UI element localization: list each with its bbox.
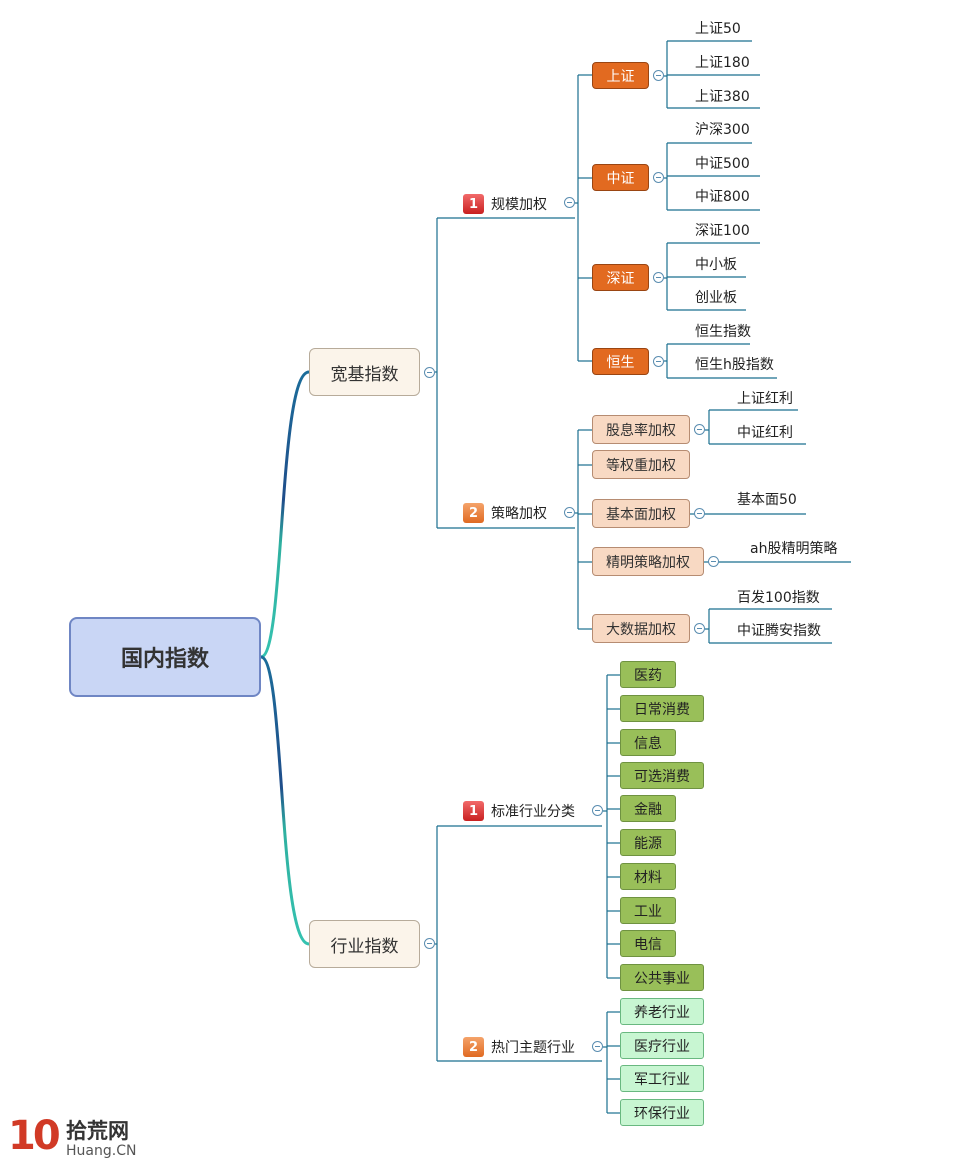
branch-broad-index[interactable]: 宽基指数 — [309, 348, 420, 396]
box-theme[interactable]: 军工行业 — [620, 1065, 704, 1092]
box-industry[interactable]: 公共事业 — [620, 964, 704, 991]
sub-label: 标准行业分类 — [491, 804, 575, 820]
leaf-index[interactable]: 基本面50 — [737, 492, 797, 508]
box-industry[interactable]: 能源 — [620, 829, 676, 856]
logo-name-cn: 拾荒网 — [66, 1119, 129, 1143]
box-dividend-weight[interactable]: 股息率加权 — [592, 415, 690, 444]
leaf-index[interactable]: 上证50 — [695, 21, 741, 37]
site-logo: 10 拾荒网 Huang.CN — [8, 1113, 138, 1165]
collapse-toggle-icon[interactable] — [653, 172, 664, 183]
leaf-index[interactable]: 沪深300 — [695, 122, 750, 138]
sub-hot-theme[interactable]: 2 热门主题行业 — [463, 1036, 575, 1058]
box-industry[interactable]: 工业 — [620, 897, 676, 924]
leaf-index[interactable]: 恒生指数 — [695, 324, 751, 340]
collapse-toggle-icon[interactable] — [424, 938, 435, 949]
sub-standard-industry[interactable]: 1 标准行业分类 — [463, 800, 575, 822]
sub-scale-weight[interactable]: 1 规模加权 — [463, 193, 547, 215]
box-industry[interactable]: 电信 — [620, 930, 676, 957]
collapse-toggle-icon[interactable] — [694, 424, 705, 435]
leaf-index[interactable]: 恒生h股指数 — [695, 357, 774, 373]
sub-label: 热门主题行业 — [491, 1040, 575, 1056]
leaf-index[interactable]: ah股精明策略 — [750, 541, 838, 557]
logo-number: 10 — [8, 1113, 61, 1159]
branch-industry-index[interactable]: 行业指数 — [309, 920, 420, 968]
leaf-index[interactable]: 百发100指数 — [737, 590, 820, 606]
number-badge: 2 — [463, 1037, 484, 1057]
box-industry[interactable]: 日常消费 — [620, 695, 704, 722]
leaf-index[interactable]: 中证500 — [695, 156, 750, 172]
box-industry[interactable]: 可选消费 — [620, 762, 704, 789]
box-industry[interactable]: 材料 — [620, 863, 676, 890]
root-node[interactable]: 国内指数 — [69, 617, 261, 697]
collapse-toggle-icon[interactable] — [708, 556, 719, 567]
root-link-broad — [260, 370, 310, 659]
collapse-toggle-icon[interactable] — [653, 70, 664, 81]
leaf-index[interactable]: 上证180 — [695, 55, 750, 71]
collapse-toggle-icon[interactable] — [564, 507, 575, 518]
leaf-index[interactable]: 创业板 — [695, 290, 737, 306]
leaf-index[interactable]: 中证红利 — [737, 425, 793, 441]
collapse-toggle-icon[interactable] — [694, 623, 705, 634]
box-industry[interactable]: 医药 — [620, 661, 676, 688]
leaf-index[interactable]: 上证380 — [695, 89, 750, 105]
box-theme[interactable]: 养老行业 — [620, 998, 704, 1025]
box-bigdata-weight[interactable]: 大数据加权 — [592, 614, 690, 643]
box-theme[interactable]: 医疗行业 — [620, 1032, 704, 1059]
collapse-toggle-icon[interactable] — [694, 508, 705, 519]
collapse-toggle-icon[interactable] — [653, 356, 664, 367]
logo-name-en: Huang.CN — [66, 1143, 137, 1159]
sub-label: 策略加权 — [491, 506, 547, 522]
box-sse[interactable]: 上证 — [592, 62, 649, 89]
box-csi[interactable]: 中证 — [592, 164, 649, 191]
leaf-index[interactable]: 深证100 — [695, 223, 750, 239]
box-hangseng[interactable]: 恒生 — [592, 348, 649, 375]
collapse-toggle-icon[interactable] — [564, 197, 575, 208]
box-industry[interactable]: 信息 — [620, 729, 676, 756]
sub-label: 规模加权 — [491, 197, 547, 213]
box-smart-weight[interactable]: 精明策略加权 — [592, 547, 704, 576]
collapse-toggle-icon[interactable] — [653, 272, 664, 283]
sub-strategy-weight[interactable]: 2 策略加权 — [463, 502, 547, 524]
box-fundamental-weight[interactable]: 基本面加权 — [592, 499, 690, 528]
collapse-toggle-icon[interactable] — [592, 805, 603, 816]
number-badge: 2 — [463, 503, 484, 523]
collapse-toggle-icon[interactable] — [424, 367, 435, 378]
leaf-index[interactable]: 中证腾安指数 — [737, 623, 821, 639]
leaf-index[interactable]: 上证红利 — [737, 391, 793, 407]
box-theme[interactable]: 环保行业 — [620, 1099, 704, 1126]
leaf-index[interactable]: 中证800 — [695, 189, 750, 205]
box-equal-weight[interactable]: 等权重加权 — [592, 450, 690, 479]
number-badge: 1 — [463, 194, 484, 214]
root-link-industry — [260, 655, 310, 946]
box-industry[interactable]: 金融 — [620, 795, 676, 822]
leaf-index[interactable]: 中小板 — [695, 257, 737, 273]
number-badge: 1 — [463, 801, 484, 821]
collapse-toggle-icon[interactable] — [592, 1041, 603, 1052]
box-szse[interactable]: 深证 — [592, 264, 649, 291]
